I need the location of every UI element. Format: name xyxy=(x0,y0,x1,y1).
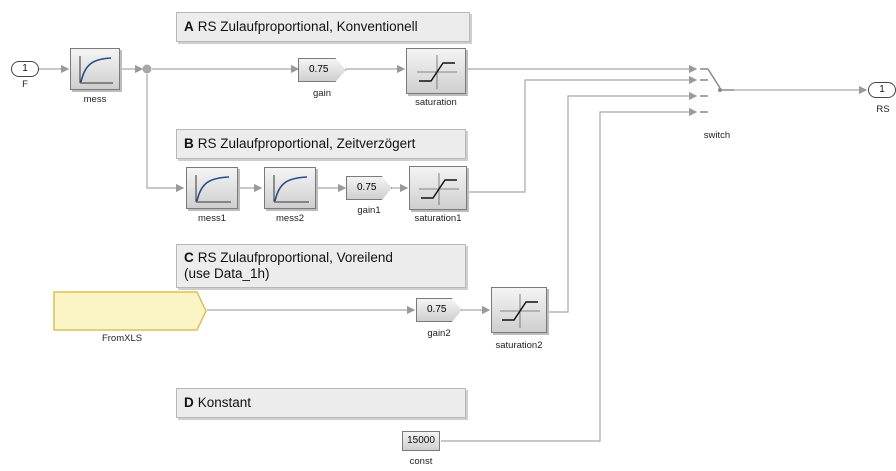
transfer-fcn-icon xyxy=(195,175,231,203)
fromxls-block[interactable] xyxy=(53,291,207,331)
gain1-block[interactable]: 0.75 xyxy=(346,176,392,200)
mess1-block[interactable] xyxy=(186,167,238,209)
mess2-label: mess2 xyxy=(276,213,304,224)
annotation-c-letter: C xyxy=(184,250,194,265)
annotation-b-text: RS Zulaufproportional, Zeitverzögert xyxy=(197,136,416,151)
gain-block[interactable]: 0.75 xyxy=(298,58,346,82)
const-value: 15000 xyxy=(407,435,435,446)
const-label: const xyxy=(409,456,433,467)
gain1-label: gain1 xyxy=(357,205,381,216)
annotation-d-text: Konstant xyxy=(197,395,252,410)
outport-number: 1 xyxy=(879,84,885,95)
saturation1-block[interactable] xyxy=(409,166,467,210)
transfer-fcn-icon xyxy=(273,175,309,203)
saturation2-block[interactable] xyxy=(491,287,547,333)
switch-label: switch xyxy=(703,130,731,141)
const-block[interactable]: 15000 xyxy=(402,431,440,451)
annotation-a-letter: A xyxy=(184,19,194,34)
gain-value: 0.75 xyxy=(309,64,329,75)
annotation-a-text: RS Zulaufproportional, Konventionell xyxy=(197,19,418,34)
annotation-d-letter: D xyxy=(184,395,194,410)
annotation-c-text: RS Zulaufproportional, Voreilend xyxy=(197,250,393,265)
switch-block[interactable] xyxy=(700,68,734,113)
saturation-icon xyxy=(419,173,459,205)
saturation-label: saturation xyxy=(415,97,457,108)
fromxls-label: FromXLS xyxy=(101,333,143,344)
mess1-label: mess1 xyxy=(198,213,226,224)
saturation1-label: saturation1 xyxy=(414,213,462,224)
saturation-icon xyxy=(417,55,457,89)
mess2-block[interactable] xyxy=(264,167,316,209)
saturation-block[interactable] xyxy=(406,48,466,94)
gain2-value: 0.75 xyxy=(427,304,447,315)
inport-f[interactable]: 1 xyxy=(11,61,39,77)
saturation-icon xyxy=(500,294,540,328)
gain2-block[interactable]: 0.75 xyxy=(416,298,462,322)
inport-name: F xyxy=(22,79,28,90)
transfer-fcn-icon xyxy=(79,56,113,84)
gain-label: gain xyxy=(313,88,331,99)
gain2-label: gain2 xyxy=(427,328,451,339)
branch-point xyxy=(142,64,152,74)
outport-rs[interactable]: 1 xyxy=(868,82,896,98)
gain1-value: 0.75 xyxy=(357,182,377,193)
mess-label: mess xyxy=(83,94,107,105)
annotation-b-letter: B xyxy=(184,136,194,151)
annotation-c-text2: (use Data_1h) xyxy=(184,266,270,281)
saturation2-label: saturation2 xyxy=(495,340,543,351)
outport-name: RS xyxy=(876,104,890,115)
inport-number: 1 xyxy=(22,63,28,74)
mess-block[interactable] xyxy=(70,48,120,90)
